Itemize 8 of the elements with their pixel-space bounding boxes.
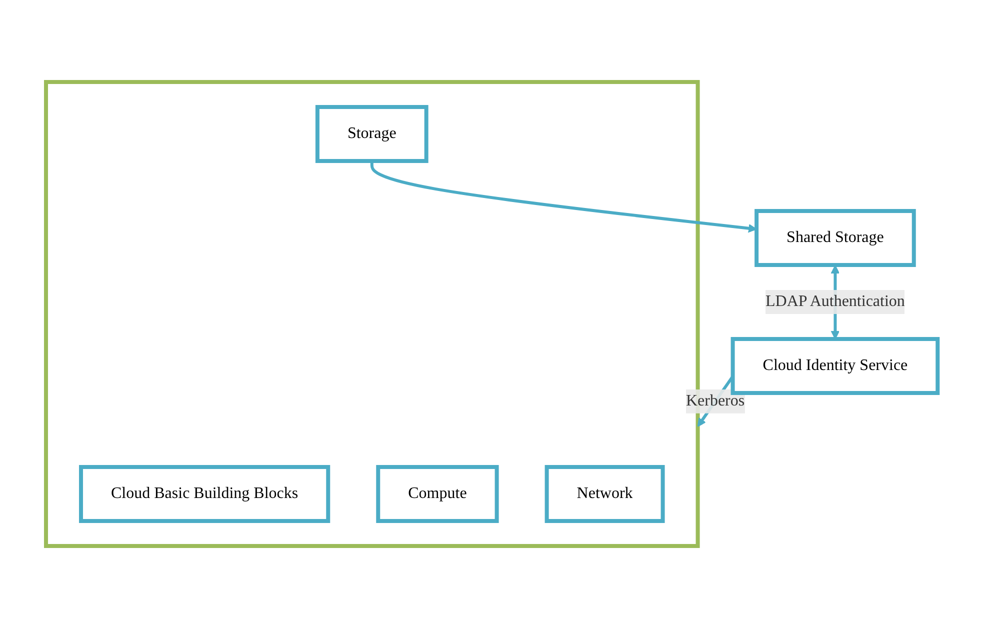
edge-label: Kerberos xyxy=(686,392,745,410)
edge-label: LDAP Authentication xyxy=(766,293,906,310)
node-box: Cloud Identity Service xyxy=(730,337,940,395)
node-box: Storage xyxy=(316,105,428,163)
node-box: Shared Storage xyxy=(754,209,916,267)
node-box: Compute xyxy=(376,465,499,523)
node-box: Cloud Basic Building Blocks xyxy=(79,465,330,523)
node-box: Network xyxy=(544,465,665,523)
